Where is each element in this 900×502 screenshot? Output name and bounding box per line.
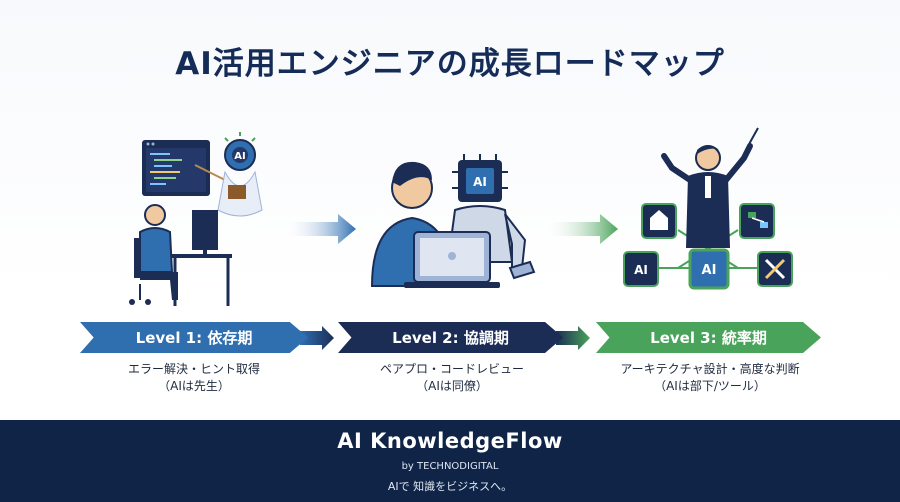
level2-desc-line1: ペアプロ・コードレビュー (379, 362, 524, 376)
ai-teacher-robot-icon: AI (194, 132, 263, 217)
footer: AI KnowledgeFlow by TECHNODIGITAL AIで 知識… (0, 420, 900, 502)
person-at-desk-icon (129, 204, 232, 306)
stage3-illustration: AI AI (623, 127, 793, 290)
level2-description: ペアプロ・コードレビュー （AIは同僚） (332, 361, 572, 395)
tools-chip-icon (757, 251, 793, 287)
ai-chip-left-label: AI (634, 263, 648, 277)
arrow-stage1-to-2 (285, 214, 356, 244)
banner-arrow-2 (556, 326, 590, 350)
ai-chip-center-label: AI (702, 263, 717, 278)
level2-banner: Level 2: 協調期 (338, 322, 563, 353)
level1-desc-line2: （AIは先生） (158, 379, 230, 393)
level2-desc-line2: （AIは同僚） (416, 379, 488, 393)
banner-arrow-1 (300, 326, 334, 350)
stage2-illustration: AI (370, 154, 536, 288)
ai-teacher-label: AI (234, 151, 245, 162)
level3-desc-line2: （AIは部下/ツール） (654, 379, 766, 393)
page-title: AI活用エンジニアの成長ロードマップ (175, 46, 725, 82)
level1-desc-line1: エラー解決・ヒント取得 (127, 362, 260, 376)
ai-chip-left-icon: AI (623, 251, 659, 287)
brand-by-line: by TECHNODIGITAL (401, 461, 499, 472)
brand-name: AI KnowledgeFlow (337, 429, 563, 453)
brand-tagline: AIで 知識をビジネスへ。 (387, 480, 513, 493)
flow-chip-icon (739, 203, 775, 239)
level1-description: エラー解決・ヒント取得 （AIは先生） (74, 361, 314, 395)
level3-banner: Level 3: 統率期 (596, 322, 821, 353)
level3-desc-line1: アーキテクチャ設計・高度な判断 (620, 362, 800, 376)
level3-description: アーキテクチャ設計・高度な判断 （AIは部下/ツール） (590, 361, 830, 395)
stage1-illustration: AI (129, 132, 263, 306)
ai-chip-center-icon: AI (688, 248, 730, 290)
conductor-person-icon (661, 127, 759, 248)
ai-colleague-label: AI (473, 175, 487, 189)
arrow-stage2-to-3 (545, 214, 618, 244)
level1-banner: Level 1: 依存期 (80, 322, 308, 353)
roadmap-illustrations: AI (129, 127, 793, 350)
architecture-chip-icon (641, 203, 677, 239)
laptop-icon (404, 231, 500, 288)
code-board-icon (142, 140, 210, 196)
roadmap-canvas: AI活用エンジニアの成長ロードマップ (0, 0, 900, 420)
